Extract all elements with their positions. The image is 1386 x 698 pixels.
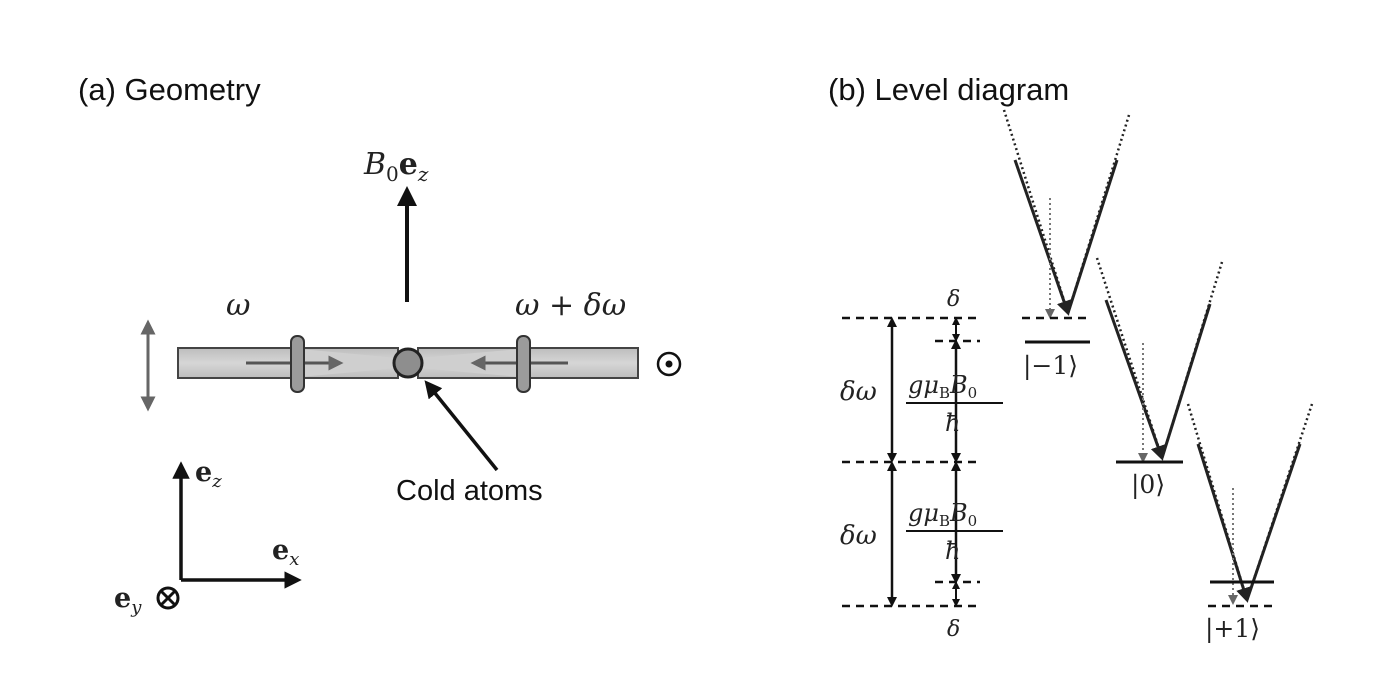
level-plus-one-group: |+1⟩ bbox=[1186, 403, 1314, 644]
zeeman-upper-mu-sub: B bbox=[939, 384, 950, 402]
polarization-out-of-plane-icon bbox=[656, 351, 682, 377]
axis-z-sub: z bbox=[211, 471, 222, 492]
zeeman-lower-denominator: ħ bbox=[945, 537, 960, 565]
lens-right bbox=[516, 335, 531, 393]
cold-atoms-pointer-arrow bbox=[424, 380, 499, 472]
delta-omega-upper-label: δω bbox=[840, 377, 877, 407]
panel-b-title: (b) Level diagram bbox=[828, 72, 1069, 107]
delta-bottom-label: δ bbox=[947, 617, 960, 642]
axis-x-label: ex bbox=[272, 535, 299, 570]
zeeman-upper-numerator: gμBB0 bbox=[908, 371, 977, 402]
panel-a-geometry: (a) Geometry B0ez Cold atoms ω ω + δω bbox=[78, 72, 682, 618]
zeeman-upper-denominator: ħ bbox=[945, 409, 960, 437]
zeeman-lower-numerator: gμBB0 bbox=[908, 499, 977, 530]
field-sub: 0 bbox=[386, 162, 399, 186]
cold-atoms-cloud bbox=[392, 347, 424, 379]
zeeman-upper-B-sub: 0 bbox=[968, 384, 978, 402]
axis-x-sub: x bbox=[289, 549, 299, 570]
beam-right-frequency: ω + δω bbox=[515, 288, 626, 323]
field-symbol: B bbox=[363, 147, 386, 182]
magnetic-field-label: B0ez bbox=[363, 147, 429, 186]
zero-level-label: |0⟩ bbox=[1131, 470, 1165, 500]
zeeman-upper-B: B bbox=[949, 371, 968, 399]
delta-omega-lower-label: δω bbox=[840, 521, 877, 551]
lens-left bbox=[290, 335, 305, 393]
panel-a-title: (a) Geometry bbox=[78, 72, 261, 107]
zero-left-beam bbox=[1104, 299, 1166, 461]
minus-one-level-label: |−1⟩ bbox=[1023, 351, 1078, 381]
axis-x-vec: e bbox=[272, 535, 289, 566]
zero-right-beam bbox=[1160, 303, 1212, 459]
field-vec: e bbox=[399, 147, 418, 182]
level-minus-one-group: |−1⟩ bbox=[1002, 109, 1131, 381]
axis-z-vec: e bbox=[195, 457, 212, 488]
zeeman-fraction-upper: gμBB0 ħ bbox=[906, 371, 1003, 437]
minus-one-right-beam bbox=[1066, 159, 1119, 314]
axis-y-sub: y bbox=[130, 597, 142, 618]
axis-y-vec: e bbox=[114, 583, 131, 614]
field-vec-sub: z bbox=[417, 162, 429, 186]
minus-one-left-beam-dotted bbox=[1002, 109, 1070, 314]
beam-focus-right bbox=[418, 349, 520, 377]
zeeman-lower-mu-sub: B bbox=[939, 512, 950, 530]
delta-top-label: δ bbox=[947, 287, 960, 312]
zeeman-upper-mu: μ bbox=[923, 371, 939, 399]
plus-one-left-beam bbox=[1196, 443, 1251, 603]
minus-one-left-beam bbox=[1013, 159, 1072, 316]
axis-y-label: ey bbox=[114, 583, 142, 618]
zeeman-lower-mu: μ bbox=[923, 499, 939, 527]
panel-b-level-diagram: (b) Level diagram δω δω δ δ gμBB0 ħ gμB bbox=[828, 72, 1314, 644]
zeeman-lower-B: B bbox=[949, 499, 968, 527]
cold-atoms-label: Cold atoms bbox=[396, 475, 543, 507]
plus-one-right-beam bbox=[1245, 443, 1302, 601]
zeeman-lower-g: g bbox=[908, 499, 923, 527]
axis-y-into-page-icon bbox=[156, 586, 180, 610]
beam-focus-left bbox=[300, 349, 398, 377]
level-zero-group: |0⟩ bbox=[1095, 257, 1224, 500]
zeeman-upper-g: g bbox=[908, 371, 923, 399]
zeeman-lower-B-sub: 0 bbox=[968, 512, 978, 530]
beam-left-frequency: ω bbox=[226, 288, 250, 323]
axis-z-label: ez bbox=[195, 457, 222, 492]
zeeman-fraction-lower: gμBB0 ħ bbox=[906, 499, 1003, 565]
plus-one-level-label: |+1⟩ bbox=[1205, 614, 1260, 644]
